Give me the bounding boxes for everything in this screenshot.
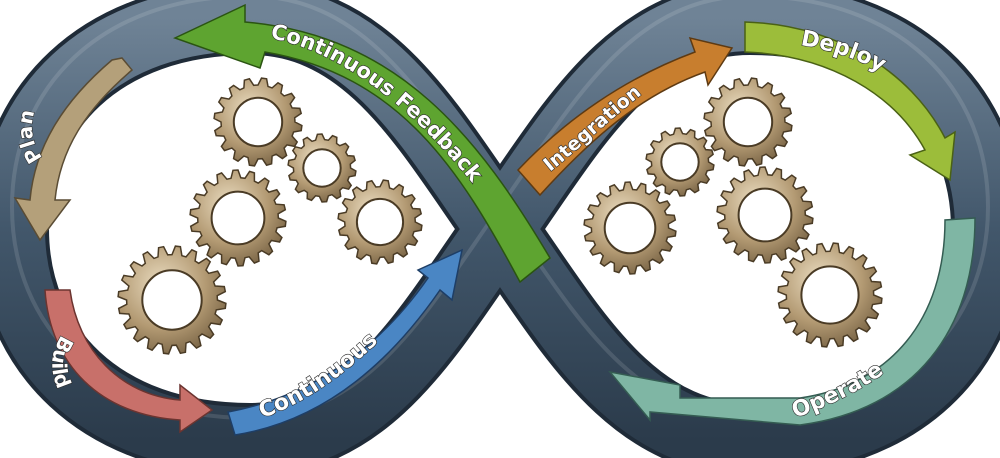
continuous-arrow <box>227 248 464 436</box>
stage-arrows <box>13 3 976 436</box>
gear-icon <box>337 179 423 265</box>
gear-icon <box>189 169 287 267</box>
gear-icon <box>583 181 677 275</box>
gear-icon <box>645 127 715 197</box>
gear-icon <box>213 77 303 167</box>
gear-icon <box>287 133 357 203</box>
build-arrow <box>44 289 214 434</box>
operate-arrow <box>608 217 976 426</box>
gear-icon <box>117 245 227 355</box>
gears-group <box>117 77 883 355</box>
plan-arrow <box>13 57 134 242</box>
gear-icon <box>716 166 814 264</box>
continuous-feedback-arrow <box>173 3 551 284</box>
gear-icon <box>703 77 793 167</box>
deploy-arrow <box>744 21 956 182</box>
gear-icon <box>777 242 883 348</box>
integration-arrow <box>516 36 734 197</box>
